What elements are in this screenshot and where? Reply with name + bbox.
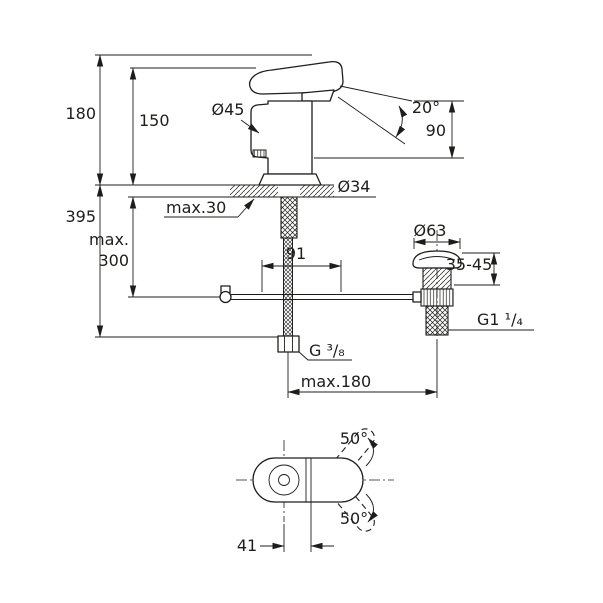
dim-angle20: 20°	[337, 85, 440, 145]
dim-max300-label-line2: 300	[98, 251, 129, 270]
waste-tailpiece	[425, 305, 449, 336]
spout-outlet-circle	[268, 464, 300, 496]
swivel-arc-top: 50°	[340, 429, 378, 467]
dim-180: 180	[65, 54, 312, 186]
spout-outlet-center	[278, 474, 290, 486]
dim-swivel-top-label: 50°	[340, 429, 368, 448]
waste-flange	[412, 250, 462, 269]
dim-dia45-label: Ø45	[212, 100, 245, 119]
dim-395: 395	[65, 184, 278, 338]
faucet-handle	[248, 61, 344, 102]
dim-g1-1-4-label: G1 ¹/₄	[477, 310, 523, 329]
dim-90-label: 90	[426, 121, 446, 140]
mounting-deck	[230, 184, 334, 198]
pop-up-rod	[219, 285, 422, 304]
dim-dia63-label: Ø63	[414, 221, 447, 240]
dim-91: 91	[261, 244, 342, 292]
dim-max180-label: max.180	[301, 372, 371, 391]
dim-150: 150	[129, 67, 256, 186]
side-view	[219, 61, 462, 353]
dim-max300: max. 300	[89, 196, 230, 298]
hose-connector	[277, 335, 300, 353]
dim-41: 41	[237, 502, 334, 555]
dim-max180: max.180	[287, 340, 438, 398]
dim-max300-label-line1: max.	[89, 230, 129, 249]
dim-g1-1-4: G1 ¹/₄	[448, 310, 534, 331]
dim-180-label: 180	[65, 104, 96, 123]
dim-90: 90	[314, 100, 464, 159]
base-outline	[252, 457, 364, 503]
dim-max30: max.30	[164, 198, 255, 218]
faucet-body	[250, 100, 313, 175]
pop-up-waste	[412, 230, 462, 344]
aerator	[252, 149, 267, 158]
dim-91-label: 91	[286, 244, 306, 263]
dim-150-label: 150	[139, 111, 170, 130]
threaded-shank	[280, 196, 298, 239]
top-view: 50° 50° 41	[236, 428, 394, 555]
dim-max30-label: max.30	[166, 198, 226, 217]
rod-pin	[412, 291, 422, 303]
dim-395-label: 395	[65, 207, 96, 226]
dim-angle20-label: 20°	[412, 98, 440, 117]
dim-g3-8-label: G ³/₈	[309, 341, 345, 360]
escutcheon	[258, 173, 322, 186]
dim-g3-8: G ³/₈	[298, 341, 352, 361]
swivel-arc-bottom: 50°	[340, 493, 378, 528]
dim-35-45: 35-45	[446, 252, 500, 286]
dim-swivel-bottom-label: 50°	[340, 509, 368, 528]
dimensions: 180 150 395 max. 300 Ø45	[65, 54, 534, 398]
dim-dia34: Ø34	[334, 177, 376, 198]
dim-dia34-label: Ø34	[338, 177, 371, 196]
dim-41-label: 41	[237, 536, 257, 555]
dim-dia45: Ø45	[212, 100, 260, 134]
waste-nut	[420, 288, 454, 307]
dim-35-45-label: 35-45	[446, 255, 493, 274]
dim-dia63: Ø63	[413, 221, 461, 249]
